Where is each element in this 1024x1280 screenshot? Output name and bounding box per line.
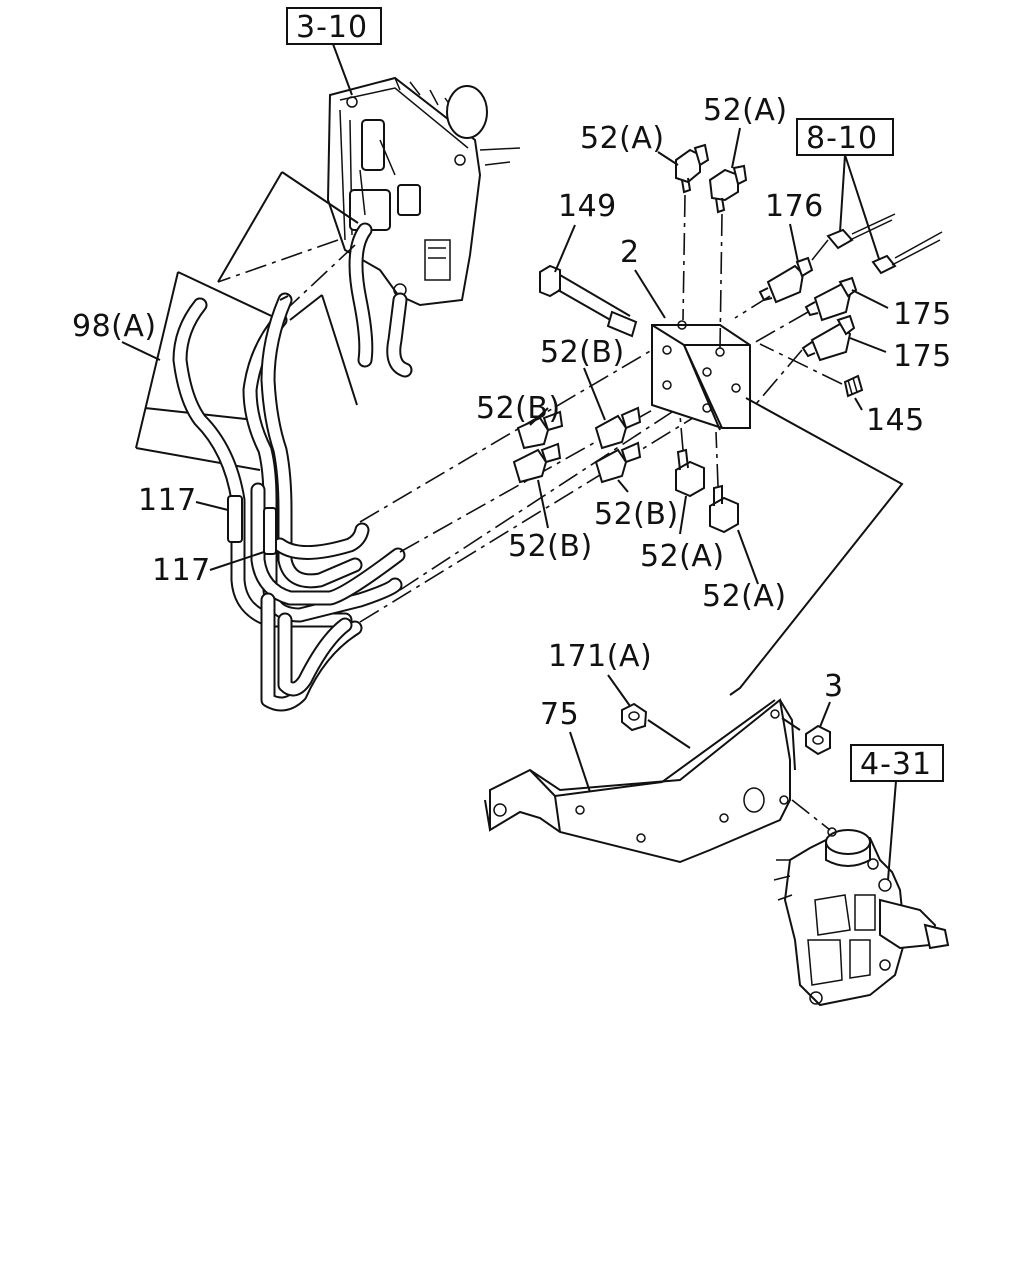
plug-145[interactable] <box>843 374 864 398</box>
fitting-52b-4[interactable] <box>594 441 642 484</box>
label-175-a: 175 <box>893 297 952 332</box>
fitting-52a-bot-1[interactable] <box>675 448 705 498</box>
bolt-149[interactable] <box>539 264 638 338</box>
sensor-175-b[interactable] <box>801 314 856 362</box>
label-52b-3: 52(B) <box>508 529 593 564</box>
connector-8-10-a[interactable] <box>826 228 854 250</box>
nut-171a[interactable] <box>621 702 648 732</box>
distribution-block[interactable] <box>651 320 751 431</box>
connector-8-10-b[interactable] <box>871 254 897 275</box>
ref-box-4-31[interactable] <box>850 744 944 782</box>
bracket-75[interactable] <box>484 698 796 864</box>
fitting-52b-3[interactable] <box>512 442 562 484</box>
label-52b-1: 52(B) <box>476 391 561 426</box>
label-3: 3 <box>824 669 844 704</box>
ref-box-3-10[interactable] <box>286 7 382 45</box>
label-52a-top-1: 52(A) <box>580 121 665 156</box>
ref-label-8-10: 8-10 <box>806 121 878 156</box>
injection-pump <box>773 827 950 1007</box>
label-52a-bot-1: 52(A) <box>640 539 725 574</box>
label-175-b: 175 <box>893 339 952 374</box>
label-98a: 98(A) <box>72 309 157 344</box>
sensor-176[interactable] <box>758 256 814 304</box>
label-52a-top-2: 52(A) <box>703 93 788 128</box>
label-171a: 171(A) <box>548 639 652 674</box>
ref-box-8-10[interactable] <box>796 118 894 156</box>
label-75: 75 <box>540 697 579 732</box>
label-117-b: 117 <box>152 553 211 588</box>
ref-label-4-31: 4-31 <box>860 747 932 782</box>
tube-bundle <box>135 171 406 712</box>
label-145: 145 <box>866 403 925 438</box>
label-176: 176 <box>765 189 824 224</box>
label-52b-2: 52(B) <box>540 335 625 370</box>
label-52b-4: 52(B) <box>594 497 679 532</box>
nut-3[interactable] <box>805 724 831 756</box>
sensor-175-a[interactable] <box>804 276 858 322</box>
label-149: 149 <box>558 189 617 224</box>
label-52a-bot-2: 52(A) <box>702 579 787 614</box>
clip-117-a[interactable] <box>227 495 243 543</box>
ref-label-3-10: 3-10 <box>296 10 368 45</box>
label-117-a: 117 <box>138 483 197 518</box>
pedal-assembly <box>326 76 521 378</box>
fitting-52b-2[interactable] <box>594 406 642 450</box>
fitting-52a-top-2[interactable] <box>708 164 748 214</box>
fitting-52b-1[interactable] <box>516 410 564 450</box>
fitting-52a-top-1[interactable] <box>675 143 710 194</box>
clip-117-b[interactable] <box>263 507 277 555</box>
fitting-52a-bot-2[interactable] <box>709 484 739 534</box>
label-2: 2 <box>620 235 640 270</box>
